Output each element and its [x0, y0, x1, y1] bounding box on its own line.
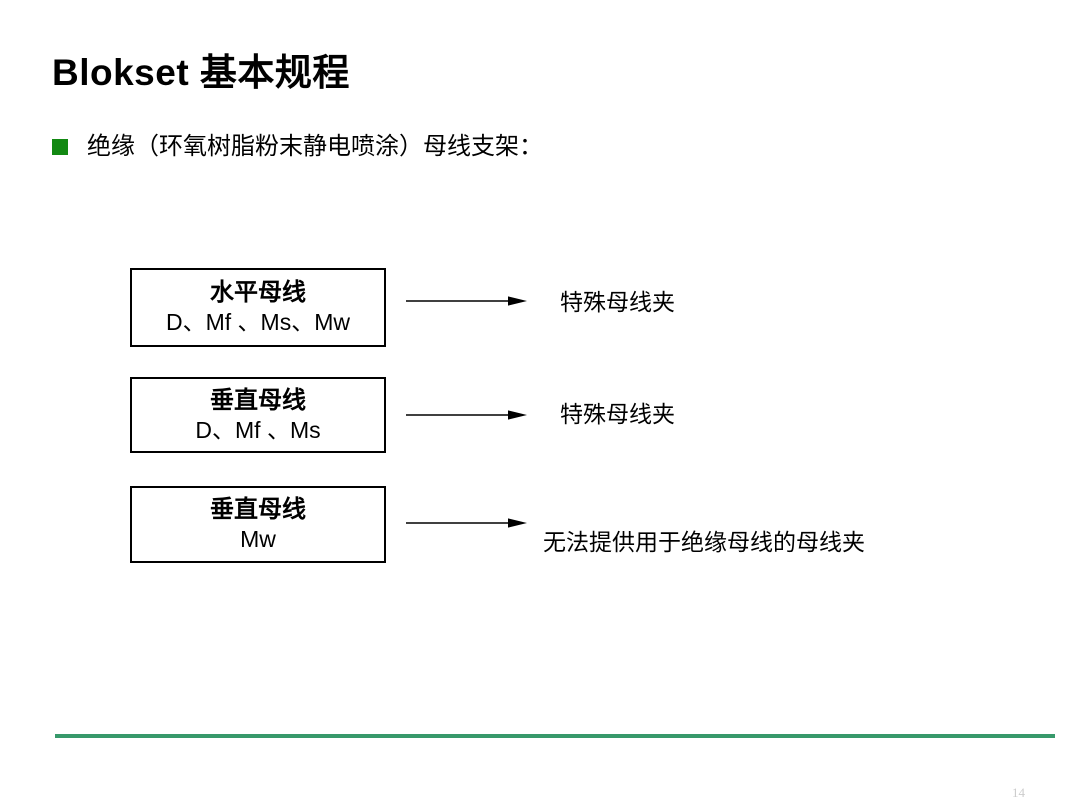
flow-box-subtitle: D、Mf 、Ms — [195, 416, 321, 443]
arrow-right-icon — [406, 410, 527, 420]
result-label: 特殊母线夹 — [560, 290, 675, 315]
arrow-right-icon — [406, 296, 527, 306]
flow-box-subtitle: D、Mf 、Ms、Mw — [166, 309, 350, 335]
bullet-square-icon — [52, 139, 68, 155]
flow-box-horizontal-busbar: 水平母线 D、Mf 、Ms、Mw — [130, 268, 386, 347]
page-title: Blokset 基本规程 — [52, 52, 350, 93]
bullet-text: 绝缘（环氧树脂粉末静电喷涂）母线支架： — [87, 134, 543, 160]
flow-box-vertical-busbar: 垂直母线 D、Mf 、Ms — [130, 377, 386, 453]
flow-box-vertical-busbar-mw: 垂直母线 Mw — [130, 486, 386, 563]
arrow-right-icon — [406, 518, 527, 528]
page-number: 14 — [1012, 785, 1025, 800]
flow-box-title: 水平母线 — [210, 279, 306, 306]
footer-divider-line — [55, 734, 1055, 738]
result-label: 无法提供用于绝缘母线的母线夹 — [543, 530, 865, 555]
result-label: 特殊母线夹 — [560, 402, 675, 427]
bullet-row: 绝缘（环氧树脂粉末静电喷涂）母线支架： — [52, 131, 543, 163]
flow-box-title: 垂直母线 — [210, 496, 306, 523]
flow-box-title: 垂直母线 — [210, 386, 306, 414]
flow-box-subtitle: Mw — [240, 526, 276, 552]
